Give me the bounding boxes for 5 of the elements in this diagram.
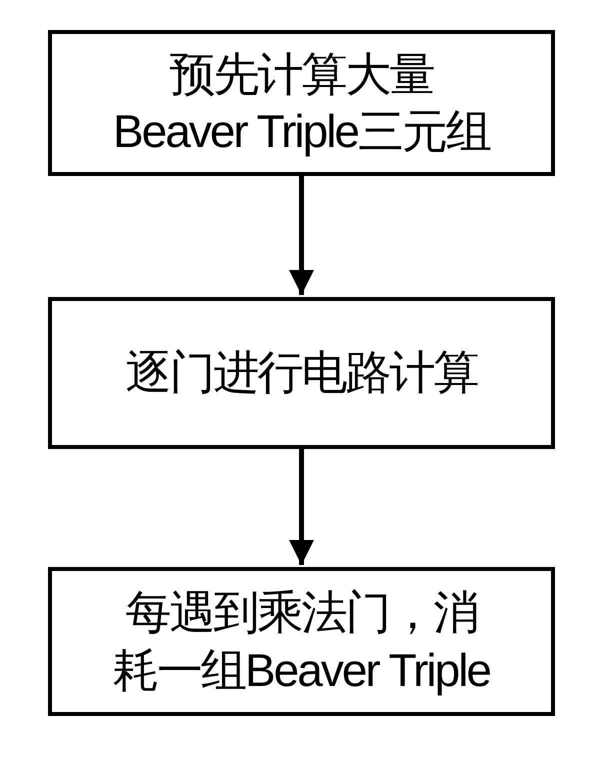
- process-box: 逐门进行电路计算: [48, 297, 555, 449]
- process-box: 每遇到乘法门，消耗一组Beaver Triple: [48, 567, 555, 716]
- process-box: 预先计算大量 Beaver Triple三元组: [48, 30, 555, 176]
- arrow: [289, 449, 314, 565]
- arrow: [289, 176, 314, 295]
